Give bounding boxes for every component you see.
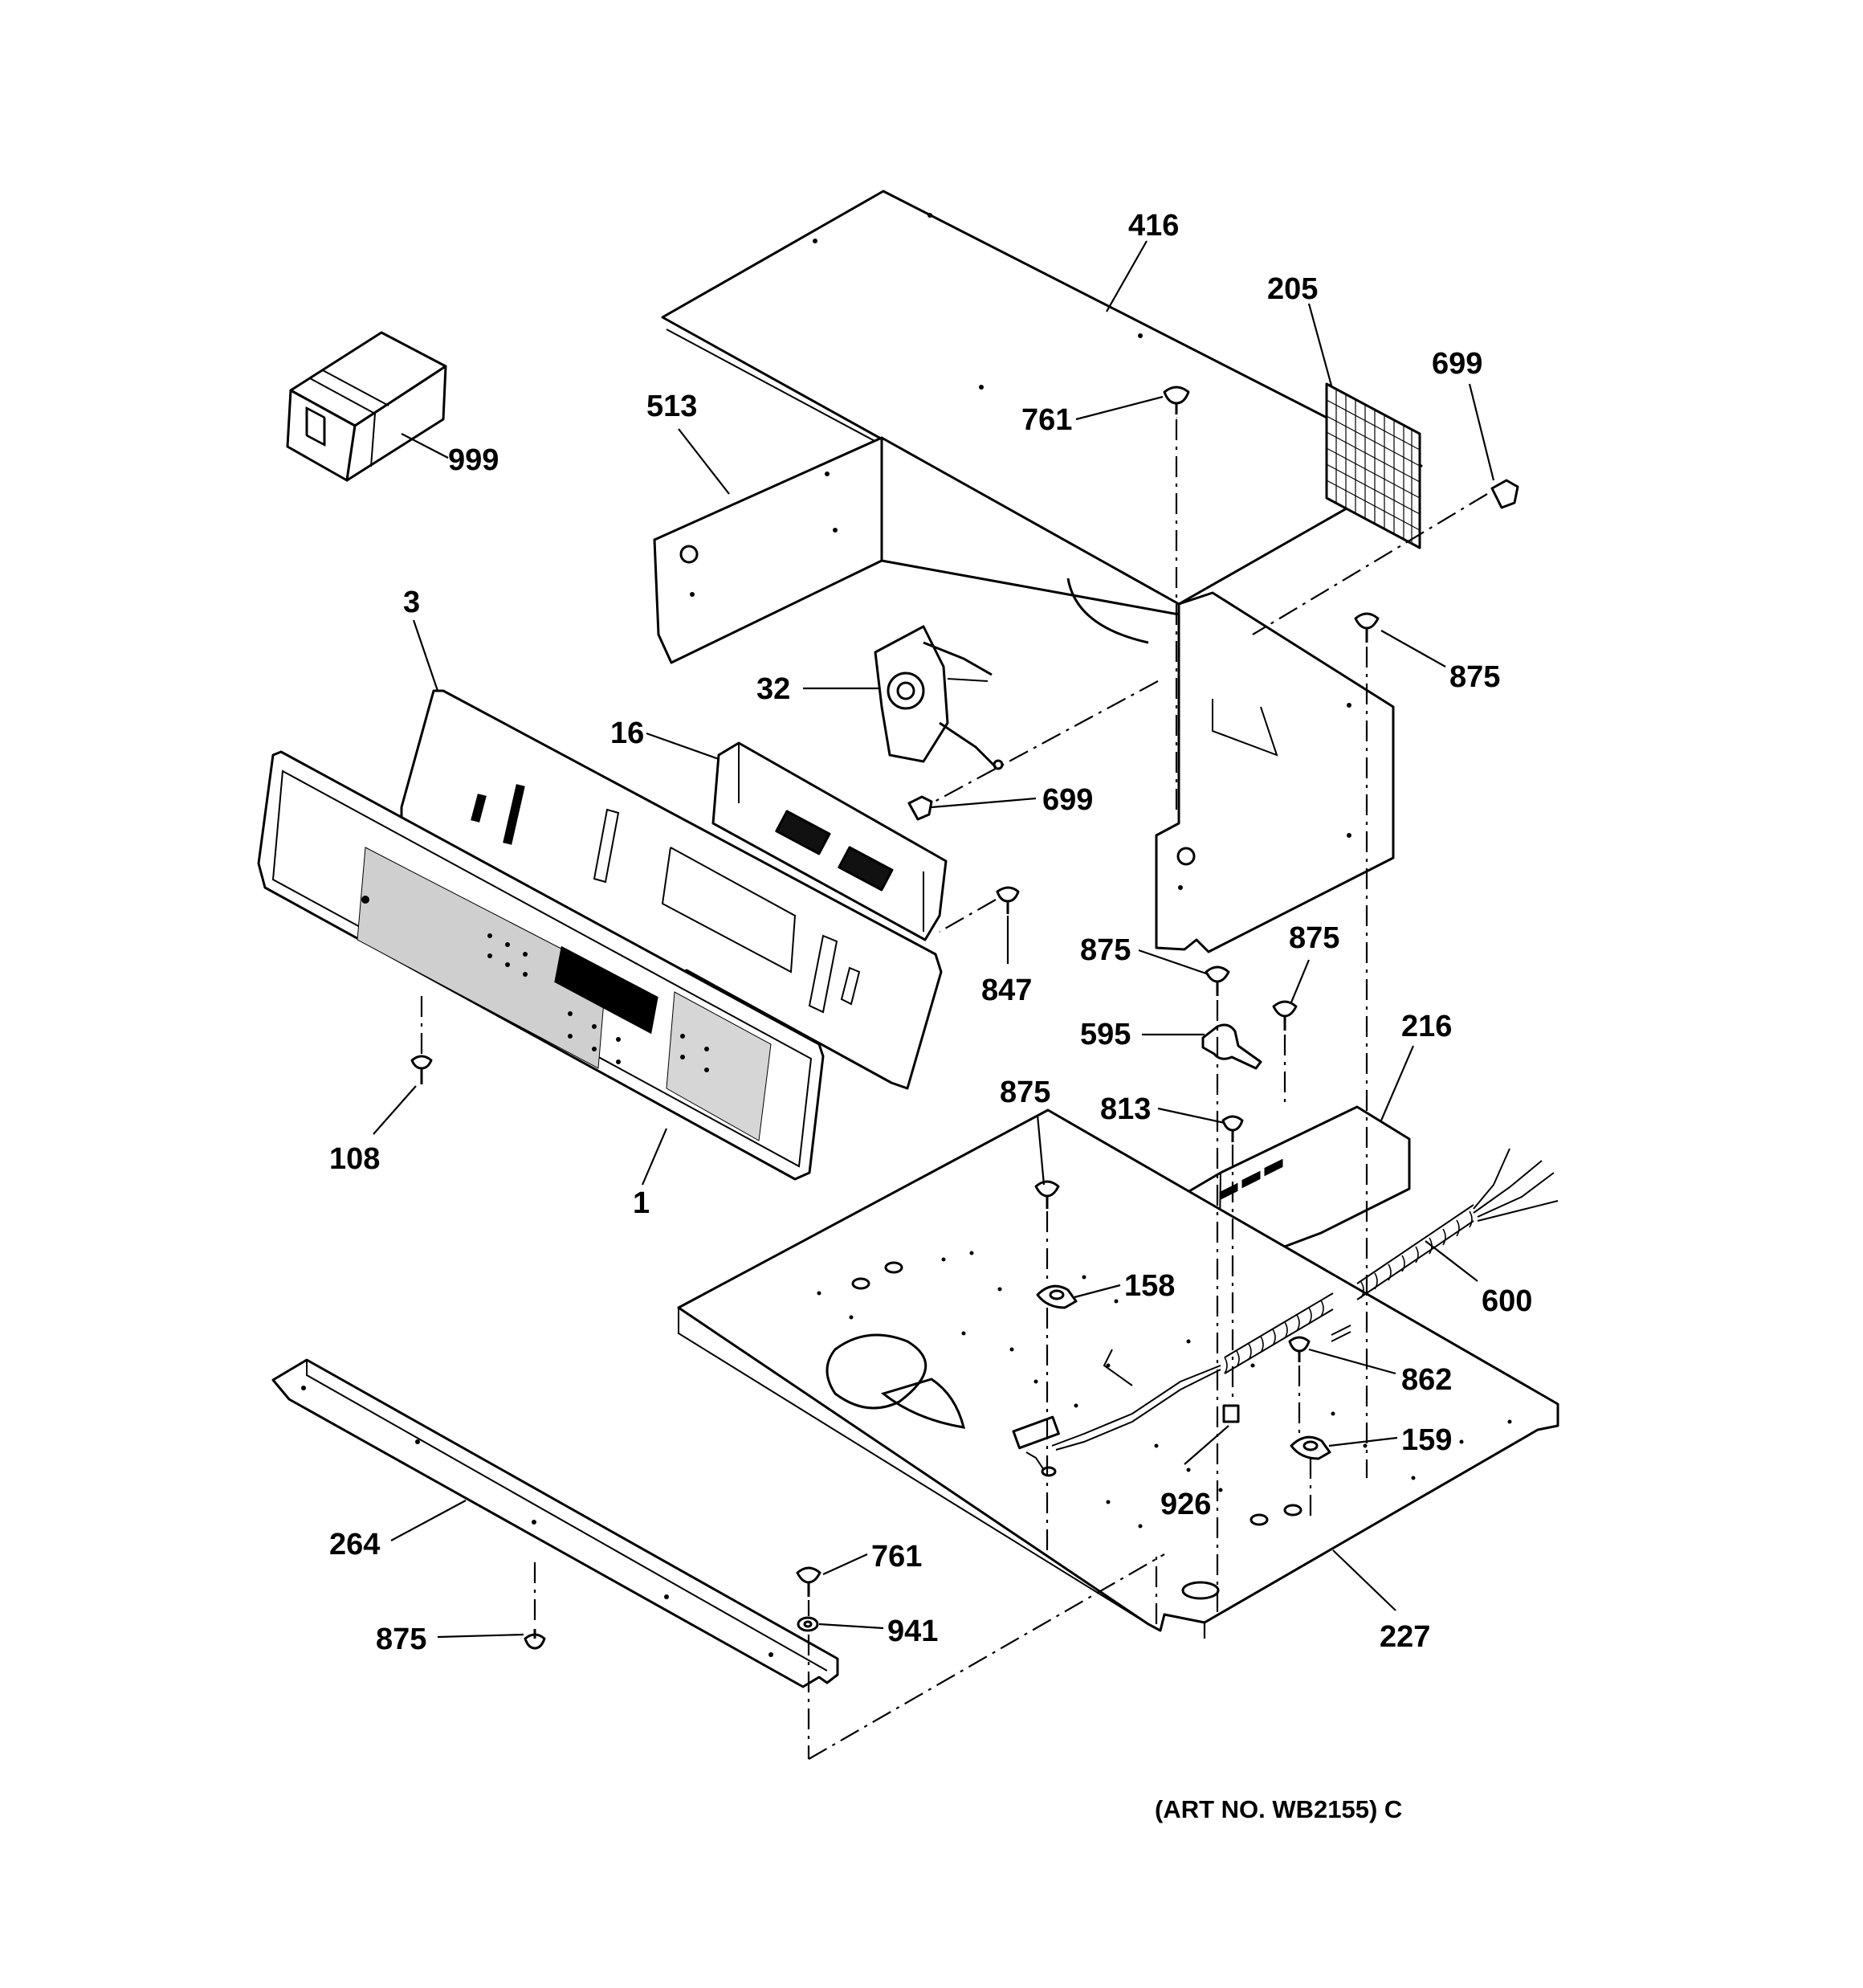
callout-999: 999 [448,443,499,477]
callout-158: 158 [1124,1269,1175,1303]
fastener-862 [1288,1336,1311,1362]
fastener-875-c [1034,1180,1060,1209]
part-227-bottom-plate [677,1108,1559,1632]
callout-3: 3 [403,586,420,619]
fastener-108 [410,1055,433,1084]
callout-108: 108 [329,1142,380,1176]
callout-159: 159 [1401,1423,1452,1457]
fastener-875-right [1354,612,1380,643]
callout-205: 205 [1267,272,1318,306]
fastener-761-top [1163,386,1190,414]
art-number: (ART NO. WB2155) C [1155,1795,1402,1823]
leader-lines [373,240,1495,1639]
fastener-875-b [1272,1000,1298,1031]
part-205-mesh-screen [1325,382,1421,549]
callout-875: 875 [1080,933,1131,967]
part-32-motor-assembly [874,625,1004,770]
callout-847: 847 [981,974,1032,1007]
callout-216: 216 [1401,1010,1452,1043]
part-1-control-panel [257,750,825,1181]
washer-941 [797,1616,819,1632]
part-513-frame [653,436,1180,664]
fastener-875-a [1205,965,1230,996]
part-158-bracket [1036,1284,1078,1309]
part-595-clamp [1201,1023,1262,1070]
callout-862: 862 [1401,1363,1452,1397]
callout-926: 926 [1160,1488,1211,1521]
callout-227: 227 [1380,1620,1430,1654]
right-side-panel [1155,591,1395,953]
callout-761: 761 [871,1540,922,1574]
part-926-sensor [1222,1404,1240,1423]
fastener-875-bottom [524,1629,546,1650]
fastener-699-mid [907,795,933,821]
callout-875: 875 [1000,1076,1050,1109]
fastener-813 [1221,1115,1244,1142]
callout-875: 875 [376,1623,426,1656]
callout-941: 941 [887,1614,938,1648]
callout-600: 600 [1482,1284,1532,1318]
callout-264: 264 [329,1528,380,1561]
callout-699: 699 [1432,347,1482,381]
callout-875: 875 [1289,921,1339,955]
part-999-box [286,331,447,482]
part-600-wire-harness [1012,1148,1559,1477]
callout-1: 1 [633,1186,650,1220]
callout-labels: 416 205 699 513 761 999 3 32 875 16 699 … [329,209,1532,1656]
callout-875: 875 [1449,660,1500,694]
fastener-847 [996,886,1020,914]
part-159-bracket [1290,1435,1331,1460]
callout-32: 32 [756,672,790,706]
callout-16: 16 [610,716,644,750]
fastener-761-bottom [796,1566,821,1597]
callout-813: 813 [1100,1092,1151,1126]
callout-761: 761 [1021,403,1072,437]
assembly-center-lines [420,419,1488,1760]
part-16-control-board [711,741,948,941]
callout-513: 513 [646,390,697,423]
fastener-699-top [1490,479,1519,509]
callout-416: 416 [1128,209,1179,243]
part-264-front-trim [271,1358,839,1688]
callout-699: 699 [1042,783,1093,817]
callout-595: 595 [1080,1018,1131,1051]
